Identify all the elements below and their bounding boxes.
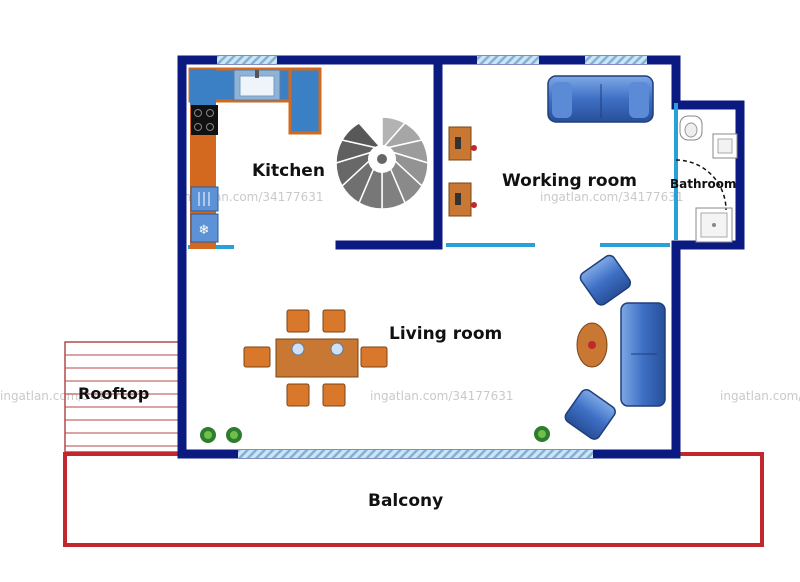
kitchen-counter: ❄ xyxy=(188,67,322,249)
desk-icon xyxy=(448,126,477,161)
sink-icon xyxy=(233,69,281,101)
plant-icon xyxy=(226,427,242,443)
chair-icon xyxy=(286,309,310,333)
toilet-icon xyxy=(679,115,703,141)
shower-icon xyxy=(695,207,733,243)
desk-icon xyxy=(448,182,477,217)
cabinet-icon xyxy=(190,186,219,212)
spiral-staircase-icon xyxy=(335,116,429,210)
bathroom-fixtures xyxy=(675,115,738,243)
sofa-icon xyxy=(547,75,654,123)
coffee-table-icon xyxy=(576,322,608,368)
armchair-icon xyxy=(564,388,616,440)
stove-icon xyxy=(191,105,218,135)
label-rooftop: Rooftop xyxy=(78,384,149,403)
chair-icon xyxy=(322,309,346,333)
fridge-icon: ❄ xyxy=(190,213,219,243)
label-bathroom: Bathroom xyxy=(670,177,736,191)
windows xyxy=(217,56,647,458)
watermark-text: ingatlan.com/34177631 xyxy=(720,389,800,403)
label-balcony: Balcony xyxy=(368,491,443,511)
sink-icon xyxy=(712,133,738,159)
dining-table-icon xyxy=(243,309,388,407)
label-kitchen: Kitchen xyxy=(252,161,325,181)
watermark-text: ingatlan.com/34177631 xyxy=(0,389,143,403)
label-living-room: Living room xyxy=(389,324,502,344)
svg-text:❄: ❄ xyxy=(199,223,210,238)
chair-icon xyxy=(322,383,346,407)
armchair-icon xyxy=(579,254,632,306)
plant-icon xyxy=(200,427,216,443)
rooftop-deck xyxy=(64,341,181,453)
watermark-text: ingatlan.com/34177631 xyxy=(540,190,683,204)
label-working-room: Working room xyxy=(502,171,637,191)
watermark-text: ingatlan.com/34177631 xyxy=(370,389,513,403)
chair-icon xyxy=(360,346,388,368)
door-swing xyxy=(675,159,727,211)
sofa-icon xyxy=(620,302,666,407)
chair-icon xyxy=(286,383,310,407)
chair-icon xyxy=(243,346,271,368)
plant-icon xyxy=(534,426,550,442)
